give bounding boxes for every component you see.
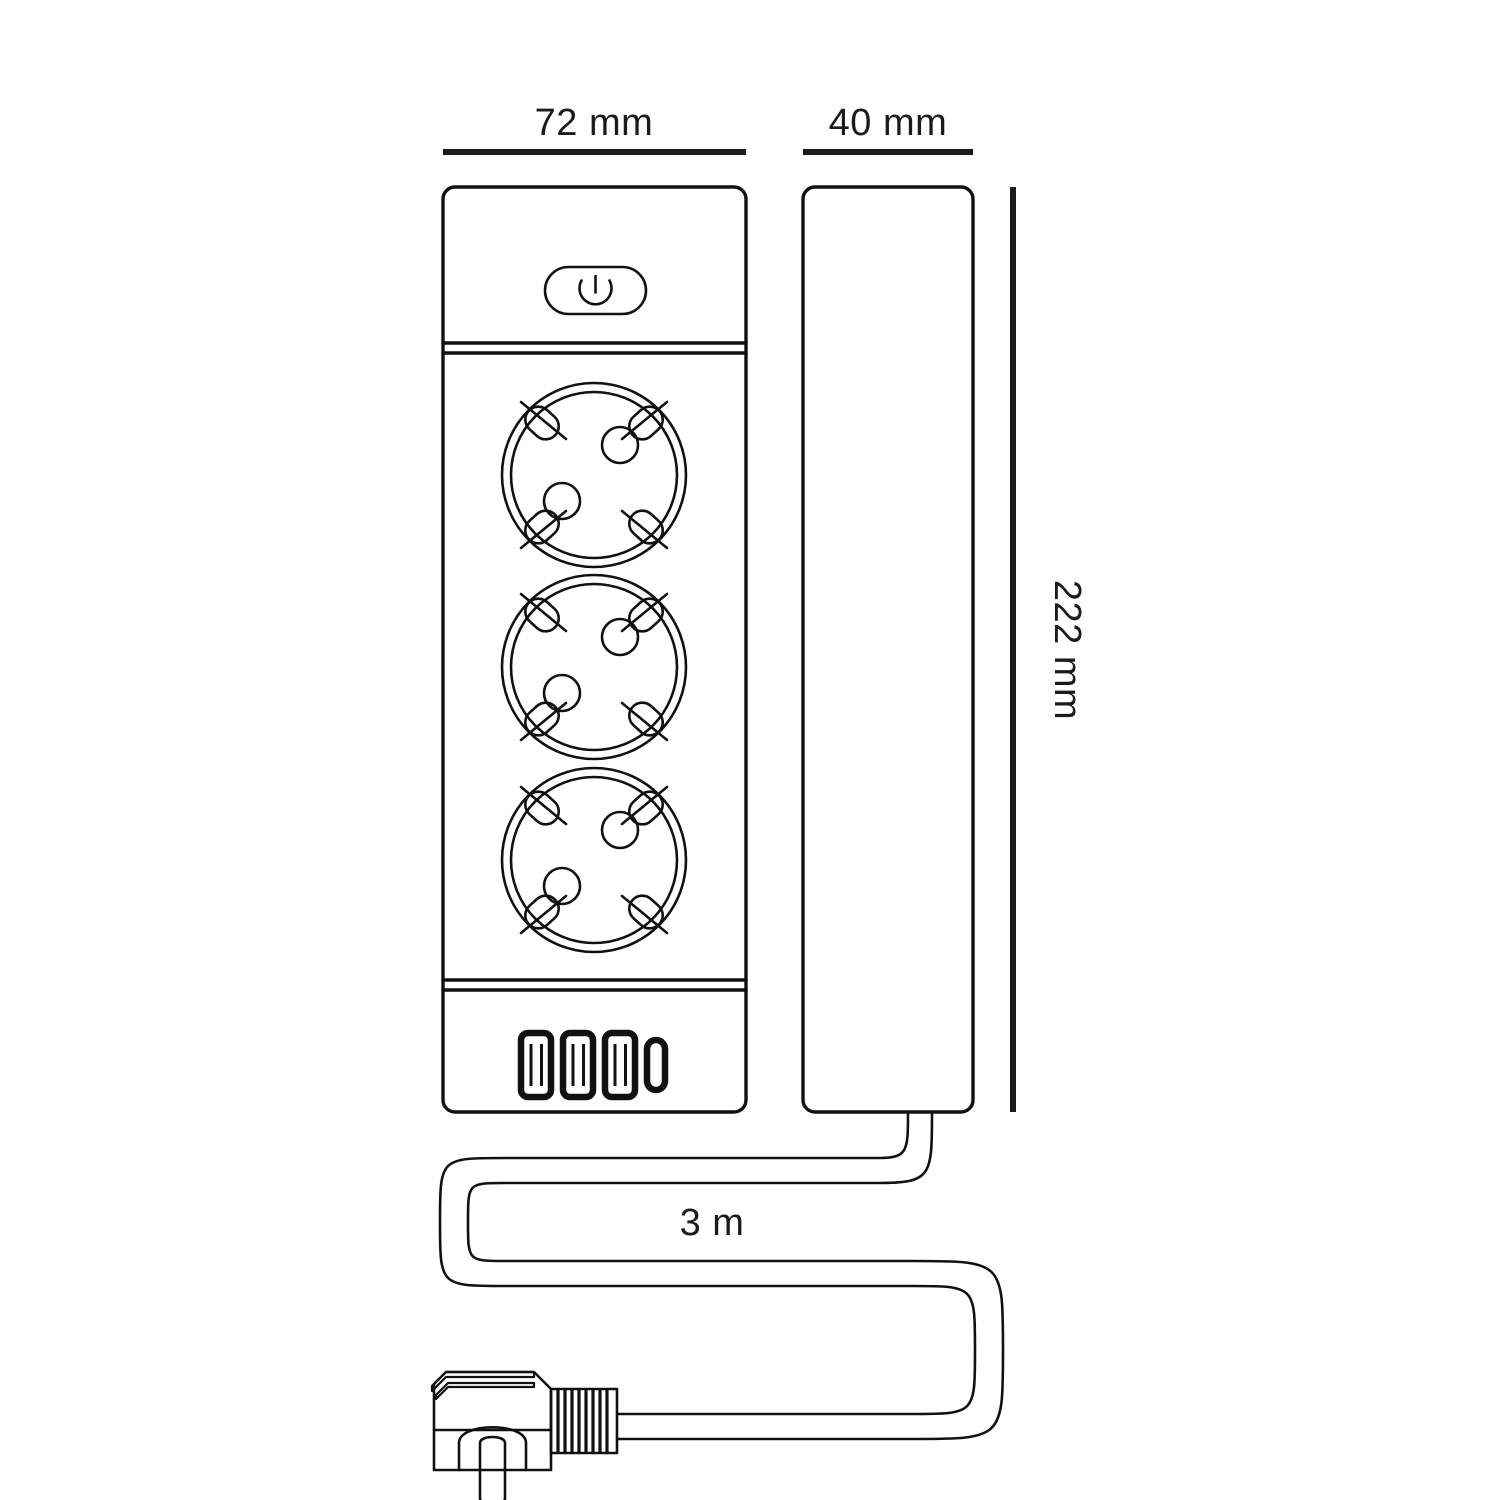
dimension-height-overall-label: 222 mm [1046, 580, 1088, 720]
plug-strain-relief-ribs [556, 1389, 609, 1453]
socket-1[interactable] [500, 381, 688, 569]
front-view-seam-bottom [441, 978, 748, 992]
plug-grip-fins [430, 1370, 536, 1401]
usb-a-port-1[interactable] [521, 1033, 551, 1097]
usb-c-port-1[interactable] [647, 1040, 665, 1090]
socket-2[interactable] [500, 573, 688, 761]
dimension-width-side-label: 40 mm [829, 102, 948, 144]
dimension-width-side: 40 mm [803, 102, 973, 155]
dimension-height-overall: 222 mm [1010, 187, 1088, 1112]
usb-port-row [521, 1033, 665, 1097]
side-view-body [801, 185, 975, 1114]
power-cable: 3 m [430, 1110, 1005, 1500]
front-view [441, 185, 748, 1114]
front-view-body [441, 185, 748, 1114]
side-view [801, 185, 975, 1114]
power-button[interactable] [543, 265, 648, 316]
power-button-outline[interactable] [543, 265, 648, 316]
dimension-width-front-label: 72 mm [535, 102, 654, 144]
power-icon [578, 274, 613, 306]
schuko-plug-icon [430, 1370, 619, 1500]
dimension-cable-length-label: 3 m [680, 1202, 745, 1244]
dimension-width-front: 72 mm [443, 102, 746, 155]
front-view-seam-top [441, 341, 748, 355]
usb-a-port-3[interactable] [605, 1033, 635, 1097]
usb-a-port-2[interactable] [563, 1033, 593, 1097]
socket-3[interactable] [500, 766, 688, 954]
